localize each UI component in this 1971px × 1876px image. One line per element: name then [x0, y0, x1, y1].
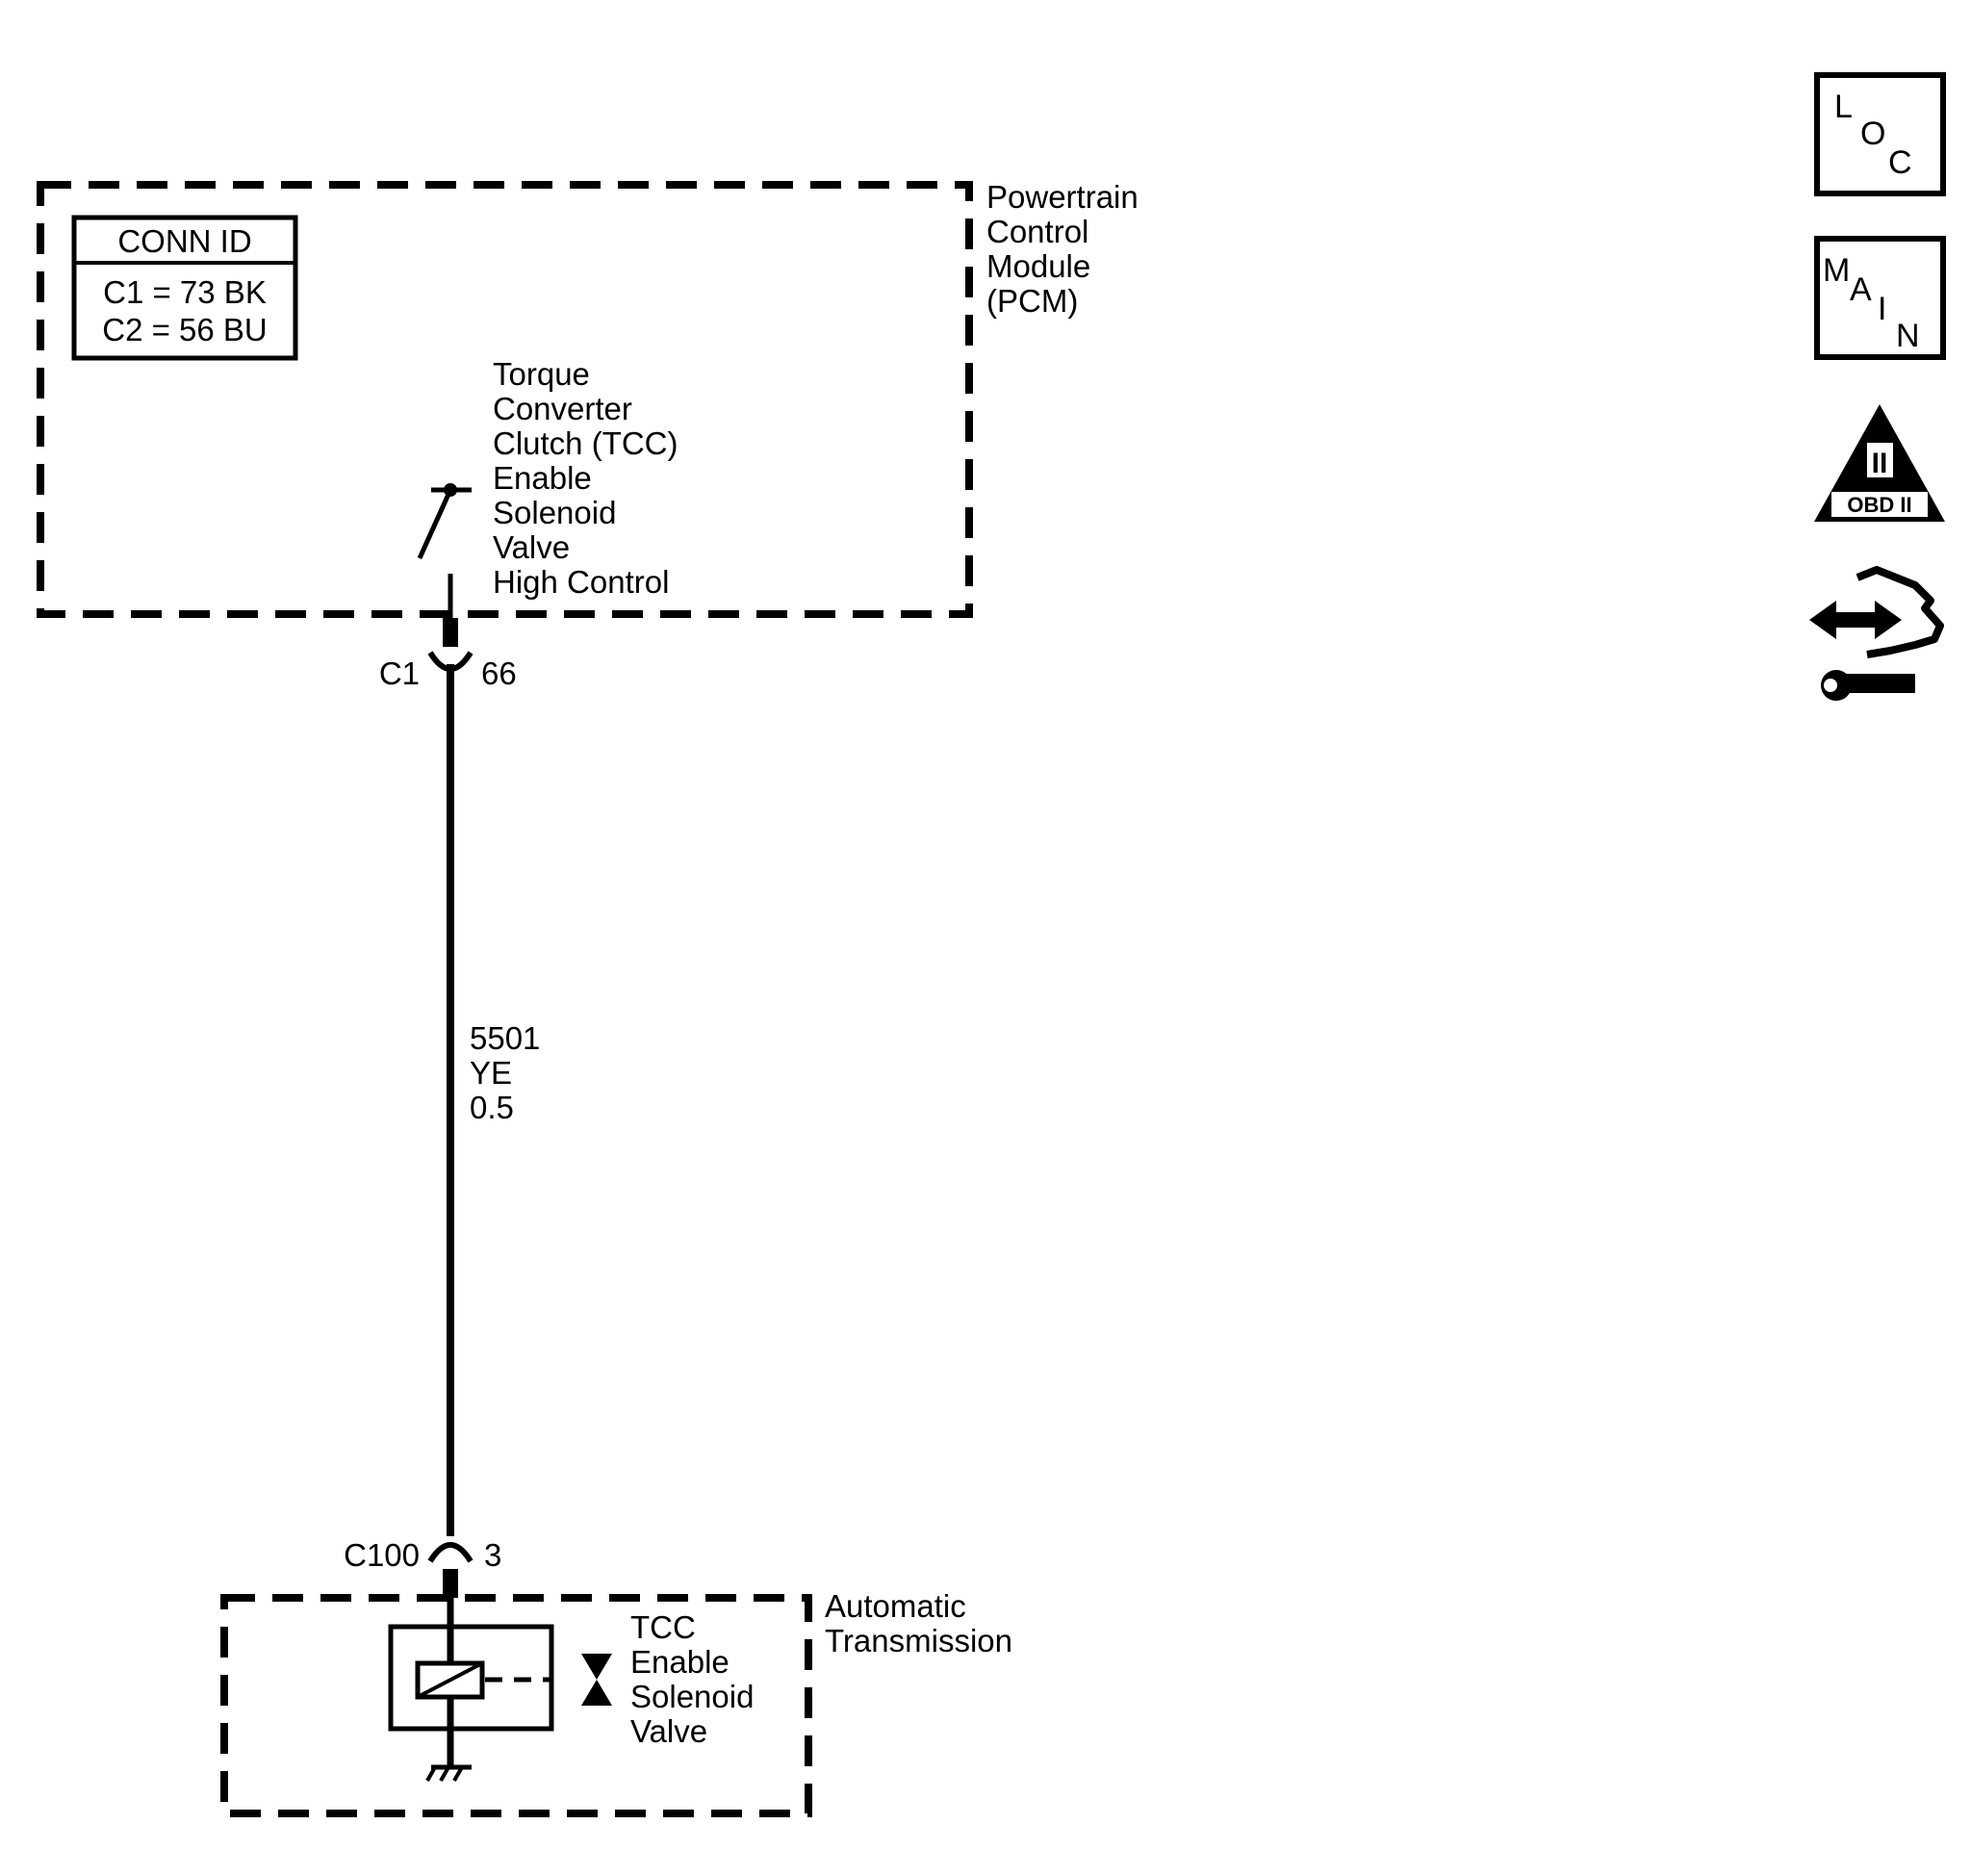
- connector-c100: C100 3: [344, 1537, 501, 1598]
- conn-id-title: CONN ID: [117, 223, 251, 259]
- svg-text:L: L: [1834, 89, 1853, 125]
- svg-text:N: N: [1896, 318, 1920, 354]
- transmission-name: Automatic Transmission: [825, 1588, 1012, 1658]
- svg-text:C: C: [1888, 144, 1912, 181]
- wire-label: 5501 YE 0.5: [470, 1020, 550, 1125]
- svg-text:A: A: [1850, 271, 1872, 308]
- conn-id-table: CONN ID C1 = 73 BK C2 = 56 BU: [71, 215, 298, 361]
- connector-c100-pin: 3: [484, 1537, 501, 1573]
- high-side-switch-symbol: [417, 483, 472, 618]
- svg-text:O: O: [1860, 116, 1885, 152]
- main-icon[interactable]: M A I N: [1814, 236, 1946, 360]
- ground-symbol: [425, 1764, 472, 1782]
- transmission-dashed-border: [220, 1594, 812, 1817]
- connector-c1: C1 66: [379, 618, 517, 691]
- connector-c100-id: C100: [344, 1537, 420, 1573]
- svg-text:M: M: [1823, 252, 1850, 289]
- pcm-module: Powertrain Control Module (PCM) CONN ID …: [37, 179, 1147, 618]
- svg-text:OBD II: OBD II: [1847, 493, 1911, 517]
- svg-text:II: II: [1872, 448, 1888, 479]
- automatic-transmission: Automatic Transmission TCC Enable: [220, 1588, 1012, 1817]
- svg-text:I: I: [1878, 291, 1886, 327]
- obd-ii-icon[interactable]: II OBD II: [1814, 404, 1945, 522]
- tcc-solenoid-label: TCC Enable Solenoid Valve: [630, 1609, 763, 1749]
- conn-id-row-c2: C2 = 56 BU: [102, 312, 268, 347]
- pcm-name: Powertrain Control Module (PCM): [986, 179, 1147, 319]
- hand-tool-icon[interactable]: [1809, 566, 1944, 701]
- pcm-tcc-function-label: Torque Converter Clutch (TCC) Enable Sol…: [493, 356, 687, 600]
- connector-c1-pin: 66: [481, 655, 517, 691]
- loc-icon[interactable]: L O C: [1814, 72, 1946, 196]
- connector-c1-id: C1: [379, 655, 420, 691]
- tcc-solenoid-symbol: [388, 1624, 612, 1767]
- conn-id-row-c1: C1 = 73 BK: [103, 274, 267, 310]
